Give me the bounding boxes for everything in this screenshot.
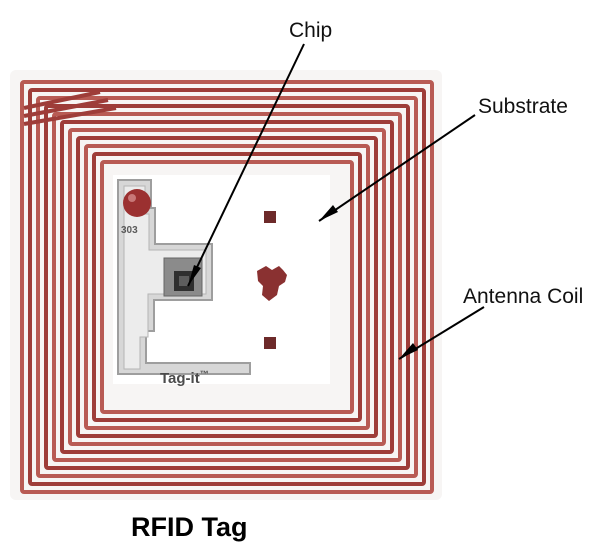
antenna-coil bbox=[20, 80, 434, 494]
antenna-coil-turn bbox=[20, 80, 434, 494]
antenna-coil-turn bbox=[60, 120, 394, 454]
substrate-pad-bottom bbox=[264, 337, 276, 349]
antenna-coil-turn bbox=[52, 112, 402, 462]
antenna-coil-turn bbox=[100, 160, 354, 414]
chip-mount-dot-highlight bbox=[128, 194, 136, 202]
antenna-coil-pointer-arrowhead bbox=[399, 343, 418, 359]
tag-brand-trademark: ™ bbox=[199, 369, 209, 379]
antenna-coil-turn bbox=[28, 88, 426, 486]
diagram-title: RFID Tag bbox=[131, 512, 248, 542]
chip-pointer-arrowhead bbox=[188, 265, 201, 286]
substrate-label: Substrate bbox=[478, 95, 568, 118]
antenna-coil-turn bbox=[68, 128, 386, 446]
antenna-coil-turn bbox=[36, 96, 418, 478]
chip-mount-dot bbox=[123, 189, 151, 217]
ti-logo-icon bbox=[257, 266, 287, 301]
antenna-coil-turn bbox=[44, 104, 410, 470]
chip-die-highlight bbox=[179, 276, 189, 286]
chip-pointer-line bbox=[187, 43, 305, 287]
chip-code-label: 303 bbox=[121, 225, 138, 236]
antenna-coil-crossing bbox=[23, 90, 117, 126]
substrate-pointer-arrowhead bbox=[319, 205, 338, 221]
chip-label: Chip bbox=[289, 19, 333, 42]
substrate-pointer-line bbox=[318, 114, 476, 222]
antenna-coil-turn bbox=[92, 152, 362, 422]
antenna-coil-turn bbox=[76, 136, 378, 438]
tag-brand-label: Tag-it™ bbox=[160, 369, 209, 387]
antenna-coil-turn bbox=[84, 144, 370, 430]
antenna-coil-label: Antenna Coil bbox=[463, 285, 584, 308]
substrate-pad-top bbox=[264, 211, 276, 223]
tag-brand-text: Tag-it bbox=[160, 370, 200, 387]
